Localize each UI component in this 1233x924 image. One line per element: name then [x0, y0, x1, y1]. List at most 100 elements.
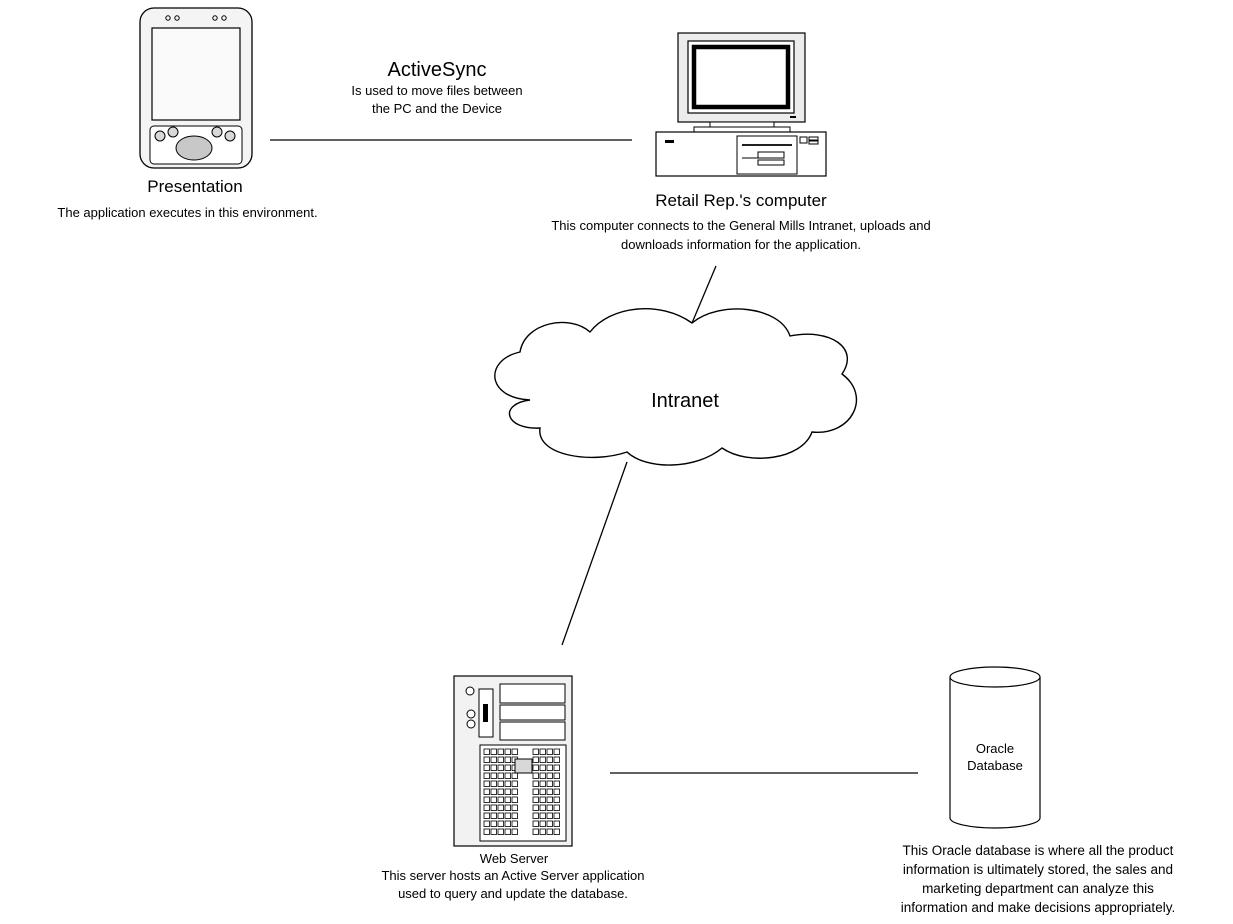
- vent-slot: [483, 828, 490, 835]
- vent-slot: [532, 788, 539, 795]
- vent-slot: [504, 828, 511, 835]
- vent-slot: [483, 788, 490, 795]
- presentation-title: Presentation: [147, 177, 243, 196]
- vent-slot: [553, 812, 560, 819]
- vent-slot: [539, 828, 546, 835]
- vent-slot: [504, 756, 511, 763]
- vent-slot: [504, 748, 511, 755]
- presentation-desc: The application executes in this environ…: [57, 205, 318, 220]
- vent-slot: [546, 812, 553, 819]
- vent-slot: [504, 804, 511, 811]
- vent-slot: [490, 788, 497, 795]
- vent-slot: [511, 804, 518, 811]
- server-vent-grid: [483, 748, 560, 835]
- intranet-label: Intranet: [651, 390, 719, 412]
- vent-slot: [539, 820, 546, 827]
- vent-slot: [553, 748, 560, 755]
- vent-slot: [511, 788, 518, 795]
- vent-slot: [511, 812, 518, 819]
- vent-slot: [490, 828, 497, 835]
- vent-slot: [546, 828, 553, 835]
- vent-slot: [532, 748, 539, 755]
- vent-slot: [483, 812, 490, 819]
- retail-computer-desc-line2: downloads information for the applicatio…: [621, 237, 861, 252]
- vent-slot: [539, 748, 546, 755]
- vent-slot: [553, 820, 560, 827]
- database-cylinder-icon: [949, 666, 1041, 829]
- database-desc-line1: This Oracle database is where all the pr…: [902, 843, 1174, 858]
- vent-slot: [539, 804, 546, 811]
- database-label-line2: Database: [967, 758, 1023, 773]
- database-desc-line4: information and make decisions appropria…: [900, 900, 1176, 915]
- activesync-title: ActiveSync: [387, 59, 487, 81]
- vent-slot: [553, 756, 560, 763]
- vent-slot: [532, 780, 539, 787]
- vent-slot: [504, 788, 511, 795]
- vent-slot: [511, 796, 518, 803]
- web-server-title: Web Server: [479, 851, 549, 866]
- vent-slot: [532, 812, 539, 819]
- vent-slot: [483, 756, 490, 763]
- vent-slot: [497, 788, 504, 795]
- vent-slot: [483, 796, 490, 803]
- vent-slot: [504, 796, 511, 803]
- vent-slot: [483, 820, 490, 827]
- vent-slot: [546, 772, 553, 779]
- vent-slot: [497, 780, 504, 787]
- vent-slot: [504, 772, 511, 779]
- vent-slot: [511, 820, 518, 827]
- database-desc-line3: marketing department can analyze this: [922, 881, 1154, 896]
- vent-slot: [497, 828, 504, 835]
- vent-slot: [532, 756, 539, 763]
- activesync-desc-line2: the PC and the Device: [371, 101, 503, 116]
- vent-slot: [483, 780, 490, 787]
- vent-slot: [504, 780, 511, 787]
- web-server-icon: [453, 675, 573, 847]
- vent-slot: [532, 804, 539, 811]
- vent-slot: [539, 772, 546, 779]
- retail-computer-desc-line1: This computer connects to the General Mi…: [551, 218, 931, 233]
- vent-slot: [490, 748, 497, 755]
- vent-slot: [532, 796, 539, 803]
- vent-slot: [497, 812, 504, 819]
- vent-slot: [539, 796, 546, 803]
- vent-slot: [483, 748, 490, 755]
- vent-slot: [553, 796, 560, 803]
- connector-intranet-webserver: [561, 461, 628, 646]
- pda-device-icon: [139, 7, 253, 169]
- vent-slot: [553, 804, 560, 811]
- vent-slot: [546, 748, 553, 755]
- vent-slot: [497, 804, 504, 811]
- vent-slot: [490, 780, 497, 787]
- vent-slot: [532, 772, 539, 779]
- vent-slot: [539, 788, 546, 795]
- retail-computer-title: Retail Rep.'s computer: [655, 191, 827, 210]
- vent-slot: [546, 788, 553, 795]
- vent-slot: [546, 796, 553, 803]
- vent-slot: [511, 780, 518, 787]
- vent-slot: [553, 828, 560, 835]
- vent-slot: [532, 764, 539, 771]
- vent-slot: [497, 764, 504, 771]
- vent-slot: [497, 748, 504, 755]
- vent-slot: [539, 780, 546, 787]
- vent-slot: [539, 756, 546, 763]
- vent-slot: [553, 772, 560, 779]
- vent-slot: [539, 812, 546, 819]
- database-label-line1: Oracle: [975, 741, 1015, 756]
- vent-slot: [490, 756, 497, 763]
- vent-slot: [546, 820, 553, 827]
- vent-slot: [532, 820, 539, 827]
- vent-slot: [490, 820, 497, 827]
- vent-slot: [546, 804, 553, 811]
- activesync-desc-line1: Is used to move files between: [351, 83, 523, 98]
- vent-slot: [504, 812, 511, 819]
- vent-slot: [546, 756, 553, 763]
- vent-slot: [504, 764, 511, 771]
- connector-pc-intranet: [691, 265, 717, 324]
- vent-slot: [553, 764, 560, 771]
- vent-slot: [511, 828, 518, 835]
- vent-slot: [490, 796, 497, 803]
- web-server-desc-line1: This server hosts an Active Server appli…: [381, 868, 645, 883]
